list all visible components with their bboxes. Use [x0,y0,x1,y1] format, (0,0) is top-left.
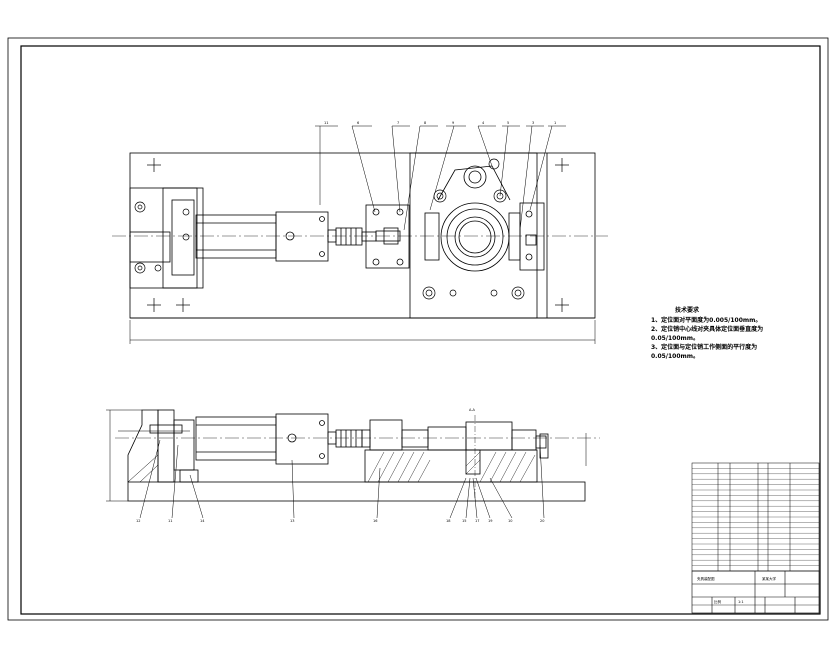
balloon-label: 9 [452,121,454,125]
notes-title: 技术要求 [675,306,700,314]
balloon-label: 14 [200,519,205,523]
front-view [106,409,600,502]
balloon-label: 19 [488,519,492,523]
notes-line-4: 3、定位面与定位销工作侧面的平行度为 [651,343,757,351]
inner-border [20,45,821,615]
balloon-label: 5 [507,121,509,125]
balloon-label: 11 [324,121,328,125]
balloon-label: 16 [373,519,377,523]
scale-value: 1:1 [738,600,744,604]
base-plate-top [129,152,596,319]
balloon-label: 13 [290,519,294,523]
balloon-label: 18 [446,519,450,523]
balloon-label: 8 [424,121,426,125]
fixture-body-front [364,449,538,483]
bottom-leaders [139,439,545,519]
top-leaders [315,125,566,231]
notes-line-3: 0.05/100mm。 [651,335,699,342]
balloon-label: 20 [540,519,544,523]
balloon-label: 17 [475,519,479,523]
balloon-label: 10 [508,519,512,523]
fixture-body-top [409,152,538,319]
title-block-text: 某某大学 夹具装配图 比例 1:1 [697,576,776,604]
company-name: 某某大学 [762,576,776,581]
bottom-balloon-labels: 12 11 14 13 16 18 15 17 19 10 20 [136,519,544,523]
notes-line-1: 1、定位面对平面度为0.005/100mm。 [651,316,761,324]
scale-label: 比例 [714,599,722,604]
balloon-label: 6 [357,121,359,125]
outer-border [7,37,829,621]
workpiece-top [424,165,521,272]
base-plate-front [127,481,586,502]
balloon-label: 15 [462,519,466,523]
technical-notes: 技术要求 1、定位面对平面度为0.005/100mm。 2、定位销中心线对夹具体… [651,306,763,360]
top-balloon-labels: 11 6 7 8 9 4 5 3 1 [324,121,556,125]
balloon-label: 3 [532,121,534,125]
cylinder-body-front [195,416,277,461]
notes-line-2: 2、定位销中心线对夹具体定位面垂直度为 [651,325,763,333]
parts-list [691,462,820,572]
balloon-label: 7 [397,121,399,125]
clamp-plate-top [365,204,410,269]
drawing-name: 夹具装配图 [697,576,715,581]
notes-line-5: 0.05/100mm。 [651,353,699,360]
balloon-label: 4 [482,121,485,125]
balloon-label: 11 [168,519,172,523]
cylinder-body-top [195,214,277,259]
section-mark: A-A [469,408,476,412]
balloon-label: 12 [136,519,140,523]
top-view [112,152,608,344]
balloon-label: 1 [554,121,556,125]
title-block [691,570,820,614]
